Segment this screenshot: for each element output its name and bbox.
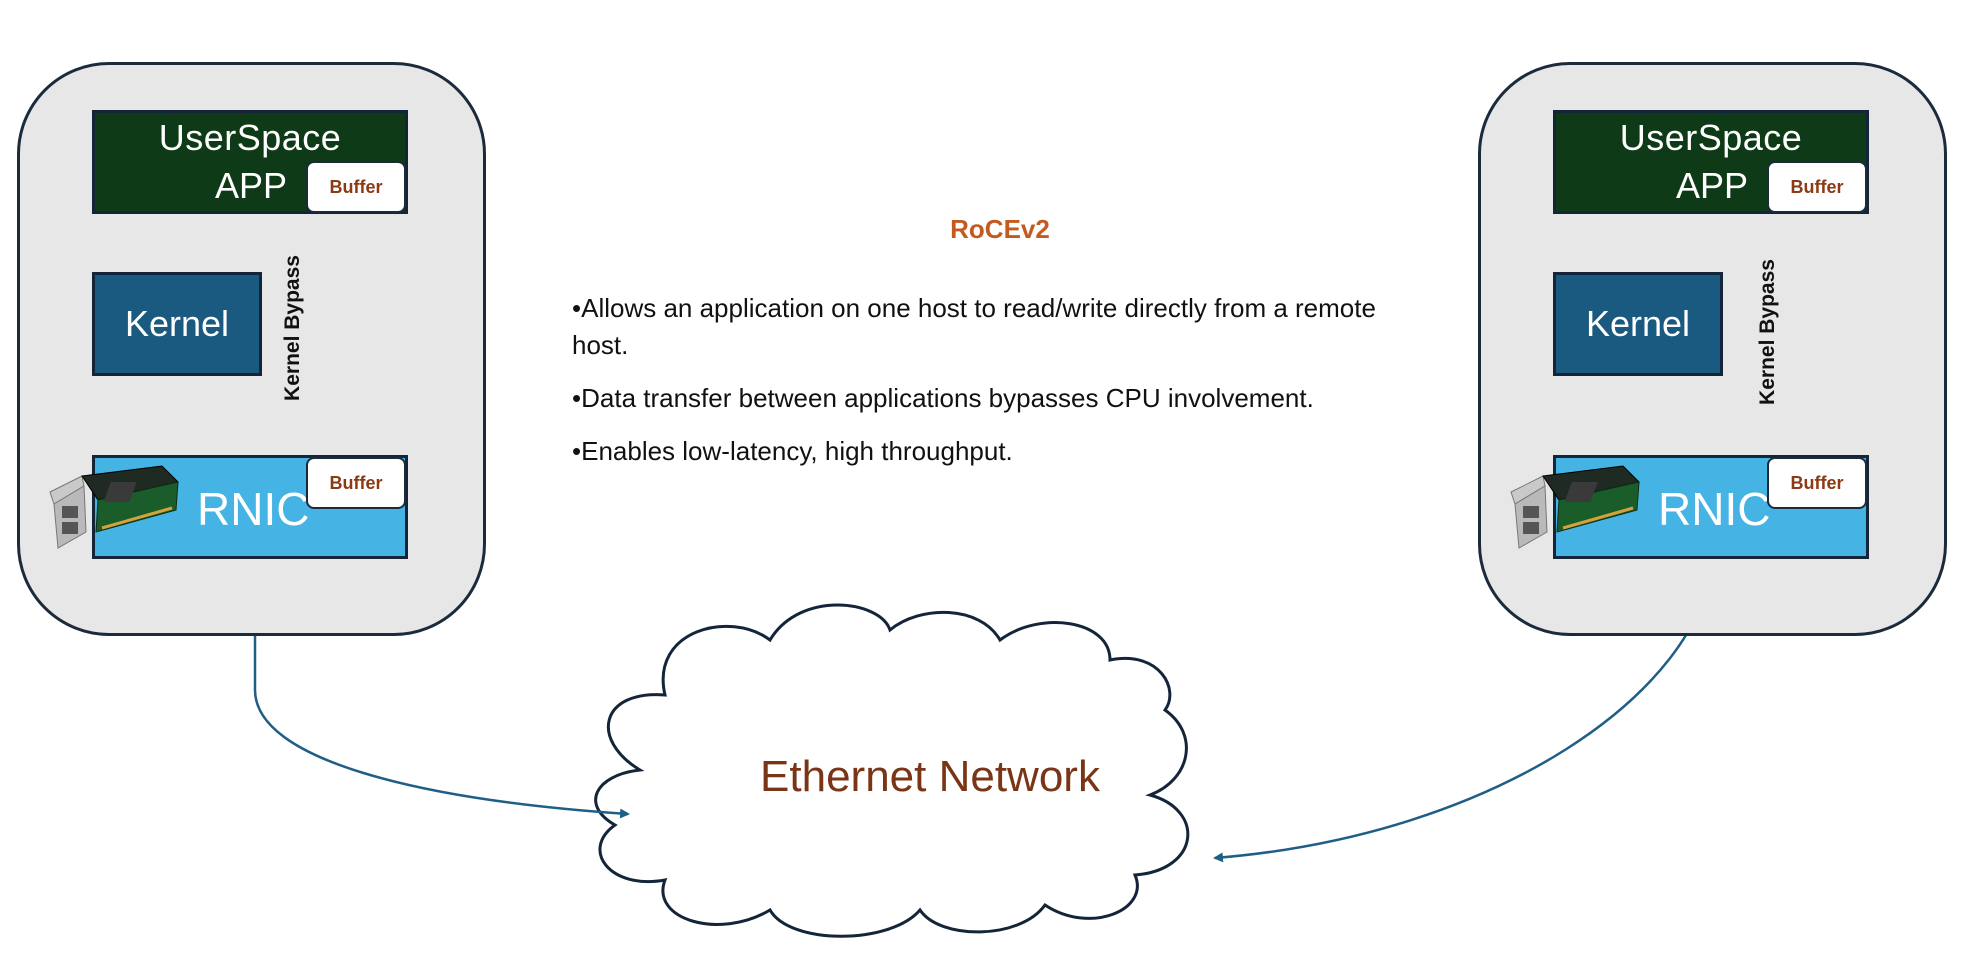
right-app-buffer: Buffer: [1767, 161, 1867, 213]
right-app-line1: UserSpace: [1619, 117, 1803, 158]
right-rnic-label: RNIC: [1658, 483, 1771, 535]
left-rnic-label: RNIC: [197, 483, 310, 535]
bullet-item: •Data transfer between applications bypa…: [572, 383, 1314, 413]
left-app-line1: UserSpace: [158, 117, 342, 158]
diagram-title: RoCEv2: [950, 214, 1050, 244]
ethernet-network-label: Ethernet Network: [760, 752, 1100, 801]
left-kernel: Kernel: [92, 272, 262, 376]
left-nic-card-image: [49, 465, 179, 549]
left-network-link: [250, 560, 630, 819]
right-kernel-bypass-label: Kernel Bypass: [1756, 259, 1779, 405]
left-rnic-buffer: Buffer: [306, 457, 406, 509]
left-app-buffer: Buffer: [306, 161, 406, 213]
right-nic-card-image: [1510, 465, 1640, 549]
left-app-line2: APP: [215, 165, 288, 206]
right-kernel: Kernel: [1553, 272, 1723, 376]
bullet-item: •Allows an application on one host to re…: [572, 293, 1376, 360]
ethernet-cloud: [594, 603, 1190, 938]
right-rnic-buffer: Buffer: [1767, 457, 1867, 509]
bullet-list: •Allows an application on one host to re…: [572, 290, 1412, 486]
bullet-item: •Enables low-latency, high throughput.: [572, 436, 1013, 466]
right-app-line2: APP: [1676, 165, 1749, 206]
left-kernel-bypass-label: Kernel Bypass: [281, 255, 304, 401]
